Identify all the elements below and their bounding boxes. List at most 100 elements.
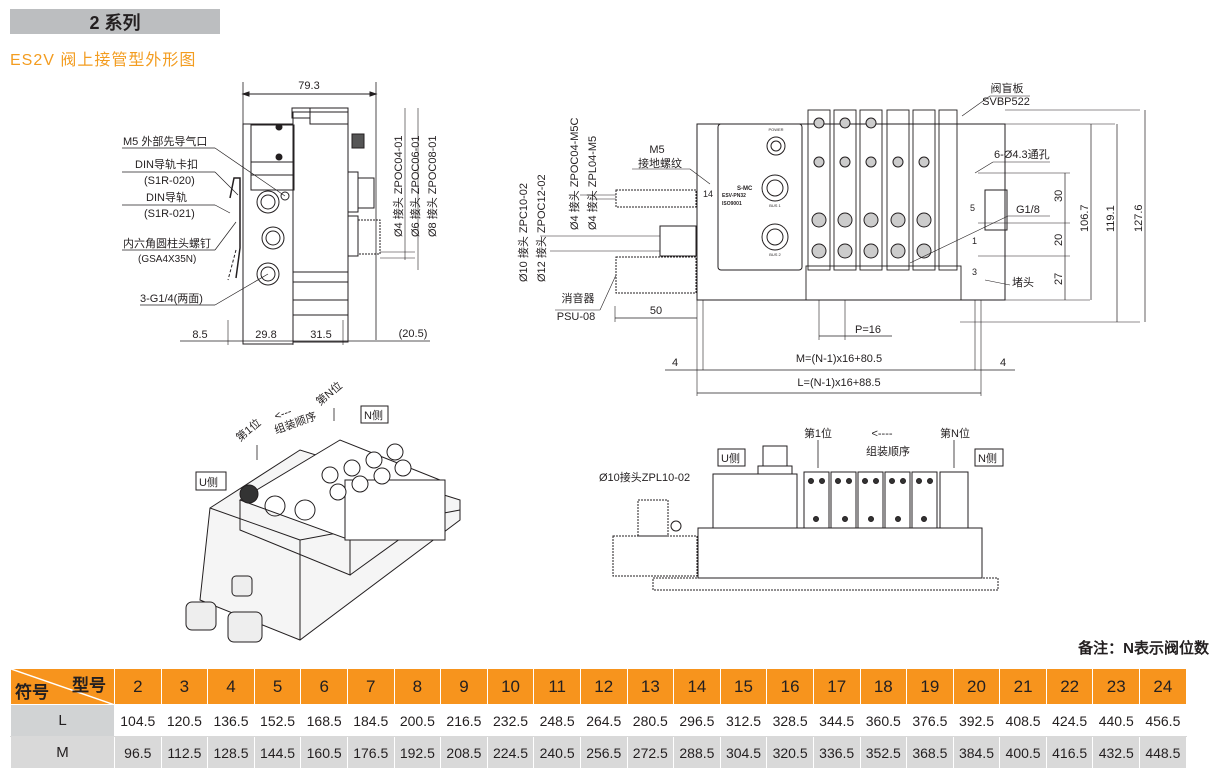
fitting-o8: Ø8 接头 ZPOC08-01: [426, 136, 439, 237]
column-header: 8: [393, 668, 442, 705]
table-cell: 432.5: [1092, 736, 1141, 769]
fitting-o4-zpl: Ø4 接头 ZPL04-M5: [586, 136, 599, 230]
iso-first-position: 第1位: [233, 415, 264, 444]
table-cell: 264.5: [579, 704, 628, 737]
fitting-o12: Ø12 接头 ZPOC12-02: [535, 174, 548, 282]
table-cell: 336.5: [812, 736, 861, 769]
column-header: 24: [1139, 668, 1187, 705]
table-cell: 400.5: [999, 736, 1047, 769]
table-cell: 440.5: [1092, 704, 1141, 737]
table-cell: 136.5: [207, 704, 255, 737]
column-header: 3: [160, 668, 209, 705]
table-cell: 320.5: [766, 736, 814, 769]
column-header: 19: [906, 668, 954, 705]
dim-20-5: (20.5): [399, 328, 428, 340]
table-cell: 248.5: [533, 704, 581, 737]
table-cell: 120.5: [160, 704, 209, 737]
label-ground-thread: 接地螺纹: [638, 156, 682, 170]
column-header: 9: [440, 668, 488, 705]
dimension-table: 型号 符号 2 3 4 5 6 7 8 9 10 11 12 13 14 15 …: [10, 668, 1187, 769]
iso-nth-position: 第N位: [313, 378, 345, 408]
corner-symbol-label: 符号: [15, 683, 49, 702]
table-cell: 232.5: [486, 704, 535, 737]
column-header: 6: [300, 668, 348, 705]
series-title: 2 系列: [89, 12, 141, 33]
panel-brand: S-MC: [737, 186, 753, 192]
table-cell: 160.5: [300, 736, 348, 769]
dim-8-5: 8.5: [192, 329, 207, 341]
page-subtitle: ES2V 阀上接管型外形图: [10, 52, 197, 69]
fitting-o6: Ø6 接头 ZPOC06-01: [409, 136, 422, 237]
column-header: 11: [533, 668, 581, 705]
side-arrow: <----: [871, 428, 892, 440]
table-cell: 128.5: [207, 736, 255, 769]
side-n-side: N侧: [978, 452, 997, 465]
table-cell: 168.5: [300, 704, 348, 737]
series-title-bar: 2 系列: [10, 9, 220, 34]
fitting-o4-m5c: Ø4 接头 ZPOC04-M5C: [568, 117, 581, 230]
table-cell: 448.5: [1139, 736, 1187, 769]
column-header: 17: [812, 668, 861, 705]
table-cell: 384.5: [952, 736, 1001, 769]
dim-30: 30: [1053, 190, 1065, 202]
column-header: 7: [346, 668, 395, 705]
table-cell: 208.5: [440, 736, 488, 769]
table-cell: 416.5: [1045, 736, 1094, 769]
table-cell: 352.5: [859, 736, 908, 769]
table-cell: 328.5: [766, 704, 814, 737]
table-cell: 456.5: [1139, 704, 1187, 737]
side-order: 组装顺序: [866, 444, 910, 458]
side-fitting-label: Ø10接头ZPL10-02: [599, 471, 690, 484]
table-cell: 368.5: [906, 736, 954, 769]
table-cell: 96.5: [114, 736, 162, 769]
label-g18: G1/8: [1016, 204, 1040, 216]
callout-din-clip: DIN导轨卡扣: [135, 157, 198, 171]
fitting-o10: Ø10 接头 ZPC10-02: [517, 183, 530, 282]
column-header: 4: [207, 668, 255, 705]
callout-hex-screw-code: (GSA4X35N): [138, 254, 196, 265]
isometric-view-drawing: [185, 405, 461, 643]
dim-pitch: P=16: [855, 324, 881, 336]
dim-20: 20: [1053, 234, 1065, 246]
table-cell: 104.5: [114, 704, 162, 737]
table-cell: 112.5: [160, 736, 209, 769]
label-silencer-code: PSU-08: [557, 311, 596, 323]
panel-bus2: BUS 2: [769, 252, 781, 257]
side-first-position: 第1位: [804, 426, 832, 440]
dim-119-1: 119.1: [1105, 205, 1117, 232]
side-nth-position: 第N位: [940, 426, 970, 440]
callout-din-clip-code: (S1R-020): [144, 175, 195, 187]
port-3: 3: [972, 267, 977, 277]
dim-106-7: 106.7: [1079, 204, 1091, 232]
technical-drawings: 79.3: [122, 80, 1146, 643]
callout-m5-pilot: M5 外部先导气口: [123, 134, 207, 148]
table-cell: 376.5: [906, 704, 954, 737]
column-header: 15: [719, 668, 768, 705]
table-cell: 424.5: [1045, 704, 1094, 737]
label-silencer: 消音器: [562, 291, 595, 305]
dim-50: 50: [650, 305, 662, 317]
column-header: 12: [579, 668, 628, 705]
panel-iso: ISO9001: [722, 201, 742, 207]
table-cell: 192.5: [393, 736, 442, 769]
table-cell: 296.5: [673, 704, 721, 737]
footnote: 备注：N表示阀位数: [1078, 640, 1209, 657]
dim-127-6: 127.6: [1133, 204, 1145, 232]
table-header-row: 型号 符号 2 3 4 5 6 7 8 9 10 11 12 13 14 15 …: [10, 668, 1187, 705]
column-header: 22: [1045, 668, 1094, 705]
table-cell: 200.5: [393, 704, 442, 737]
dim-4-right: 4: [1000, 357, 1006, 369]
column-header: 23: [1092, 668, 1141, 705]
callout-hex-screw: 内六角圆柱头螺钉: [123, 236, 211, 250]
table-cell: 176.5: [346, 736, 395, 769]
label-blank-plate-code: SVBP522: [982, 96, 1030, 108]
corner-model-label: 型号: [72, 676, 106, 695]
label-m5: M5: [649, 144, 664, 156]
table-corner-cell: 型号 符号: [10, 668, 115, 705]
dim-4-left: 4: [672, 357, 678, 369]
table-cell: 256.5: [579, 736, 628, 769]
table-cell: 312.5: [719, 704, 768, 737]
port-14: 14: [703, 189, 713, 199]
